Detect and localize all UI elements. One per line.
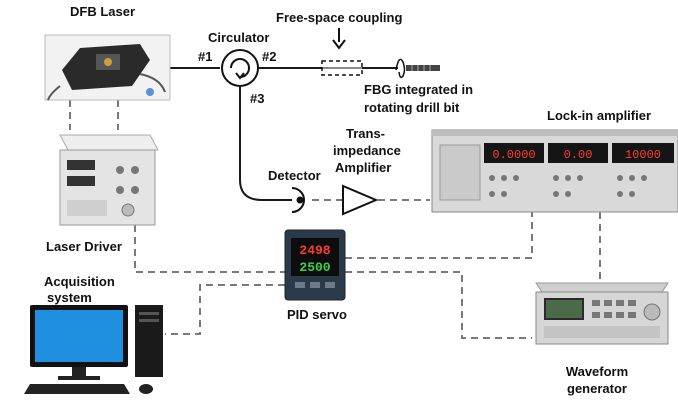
pid-display-top: 2498 bbox=[299, 243, 330, 258]
pid-display-bottom: 2500 bbox=[299, 260, 330, 275]
fbg-drill-bit bbox=[395, 58, 440, 79]
fiber-links bbox=[170, 67, 398, 201]
tia-label-line2: impedance bbox=[333, 143, 401, 158]
detector-label: Detector bbox=[268, 168, 321, 183]
detector-device bbox=[291, 187, 305, 213]
port1-label: #1 bbox=[198, 49, 213, 64]
pc-tower bbox=[135, 305, 163, 377]
tia-label-line3: Amplifier bbox=[335, 160, 392, 175]
port3-label: #3 bbox=[250, 91, 265, 106]
link-driver-to-pid bbox=[134, 225, 285, 273]
lockin-amplifier-device: 0.0000 0.00 10000 bbox=[431, 129, 678, 213]
laser-driver-device bbox=[59, 134, 159, 226]
pid-servo-label: PID servo bbox=[287, 307, 347, 322]
fiber-circulator-to-detector bbox=[239, 87, 292, 201]
tia-symbol bbox=[342, 184, 379, 216]
mouse bbox=[139, 384, 153, 394]
fbg-label-line1: FBG integrated in bbox=[364, 82, 474, 97]
lockin-amplifier-label: Lock-in amplifier bbox=[547, 108, 652, 123]
waveform-label-line2: generator bbox=[567, 381, 627, 396]
link-pid-to-acquisition bbox=[165, 284, 285, 335]
port2-label: #2 bbox=[262, 49, 277, 64]
acquisition-label-line2: system bbox=[47, 290, 92, 305]
electrical-links bbox=[69, 100, 601, 339]
fbg-label-line2: rotating drill bit bbox=[364, 100, 460, 115]
free-space-coupler bbox=[321, 28, 363, 76]
waveform-generator-device bbox=[535, 282, 669, 345]
free-space-coupling-label: Free-space coupling bbox=[276, 10, 403, 25]
tia-label-line1: Trans- bbox=[346, 126, 386, 141]
waveform-label-line1: Waveform bbox=[565, 364, 629, 379]
acquisition-label-line1: Acquisition bbox=[44, 274, 115, 289]
dfb-laser-label: DFB Laser bbox=[70, 4, 136, 19]
circulator-label: Circulator bbox=[208, 30, 270, 45]
keyboard bbox=[24, 384, 130, 394]
laser-driver-label: Laser Driver bbox=[46, 239, 122, 254]
lockin-display-2: 0.00 bbox=[564, 148, 593, 162]
lockin-display-3: 10000 bbox=[625, 148, 661, 162]
pid-servo-device: 2498 2500 bbox=[284, 229, 346, 301]
link-pid-to-lockin bbox=[345, 212, 533, 259]
dfb-laser-device bbox=[44, 34, 171, 101]
link-pid-to-waveform bbox=[345, 271, 532, 339]
lockin-display-1: 0.0000 bbox=[492, 148, 535, 162]
circulator-device bbox=[221, 49, 259, 87]
acquisition-computer bbox=[24, 305, 163, 394]
